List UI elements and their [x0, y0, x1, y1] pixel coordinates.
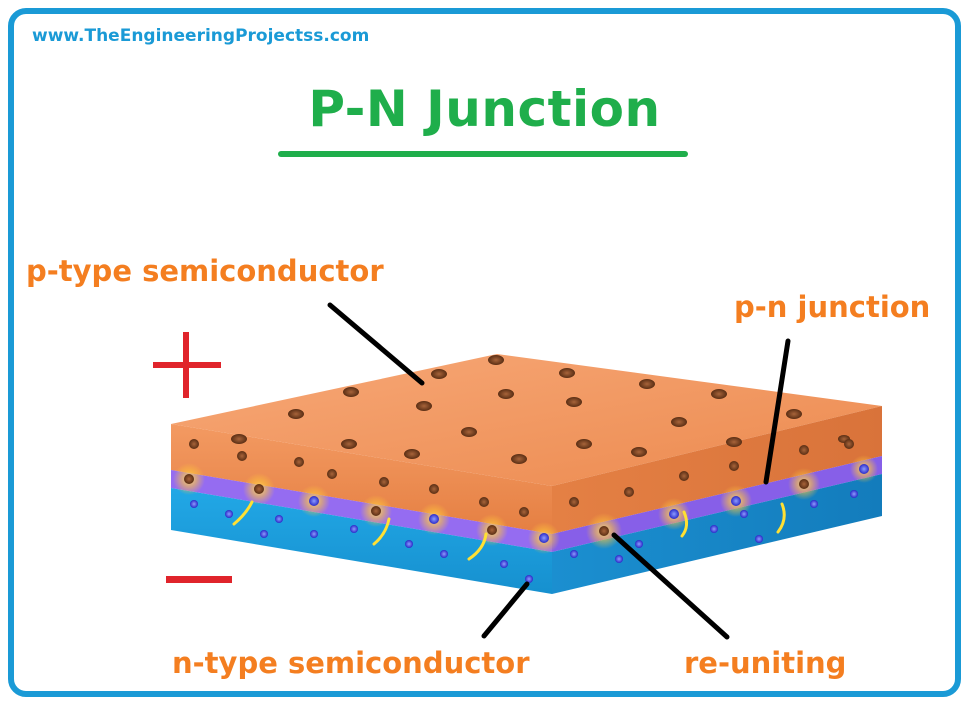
- holes-top: [231, 355, 850, 464]
- title-underline: [278, 151, 688, 157]
- p-region-top-face: [171, 354, 882, 486]
- label-n-type: n-type semiconductor: [172, 646, 530, 680]
- p-region-front-face: [171, 424, 552, 534]
- site-url[interactable]: www.TheEngineeringProjectss.com: [32, 26, 370, 46]
- reuniting-arrows: [232, 500, 786, 561]
- junction-particles: [184, 464, 869, 543]
- p-region-right-face: [552, 406, 882, 534]
- electrons-n: [190, 490, 858, 583]
- page-title: P-N Junction: [308, 80, 661, 138]
- leader-p-type: [327, 302, 425, 386]
- pn-junction-diagram: [153, 302, 882, 640]
- label-reuniting: re-uniting: [684, 646, 847, 680]
- leader-reuniting: [611, 532, 730, 640]
- label-p-type: p-type semiconductor: [26, 254, 384, 288]
- leader-pn-junction: [763, 338, 791, 485]
- leader-n-type: [481, 581, 530, 639]
- label-pn-junction: p-n junction: [734, 290, 931, 324]
- minus-sign-icon: [166, 576, 232, 583]
- holes-front: [189, 439, 854, 517]
- n-region-front-face: [171, 488, 552, 594]
- diagram-frame: www.TheEngineeringProjectss.com P-N Junc…: [8, 8, 961, 697]
- n-region-right-face: [552, 474, 882, 594]
- plus-sign-icon: [153, 332, 221, 398]
